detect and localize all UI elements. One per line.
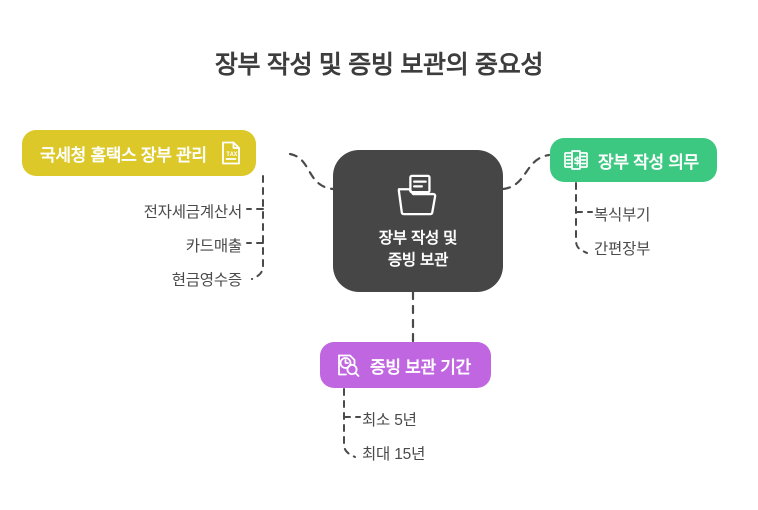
center-node-label: 장부 작성 및 증빙 보관 — [379, 228, 458, 273]
leaf-duty-1: 복식부기 — [594, 207, 651, 224]
svg-text:TAX: TAX — [226, 151, 237, 158]
connector-hometax-leaves — [251, 175, 264, 280]
center-label-line-2: 증빙 보관 — [387, 252, 449, 269]
branch-node-duty[interactable]: $ 장부 작성 의무 — [550, 138, 717, 182]
page-title: 장부 작성 및 증빙 보관의 중요성 — [214, 51, 544, 79]
leaf-hometax-1: 전자세금계산서 — [143, 204, 243, 221]
branch-node-hometax[interactable]: 국세청 홈택스 장부 관리 TAX — [22, 130, 256, 176]
connector-center-duty — [501, 153, 551, 191]
leaf-period-1: 최소 5년 — [362, 412, 417, 429]
leaf-hometax-3: 현금영수증 — [171, 272, 243, 289]
leaf-period-2: 최대 15년 — [362, 446, 426, 463]
svg-text:$: $ — [573, 154, 581, 167]
connector-center-hometax — [288, 152, 335, 191]
center-label-line-1: 장부 작성 및 — [378, 229, 458, 247]
document-clock-search-icon — [338, 354, 360, 377]
open-folder-document-icon — [397, 174, 437, 215]
ledger-book-dollar-icon: $ — [564, 150, 588, 170]
leaf-hometax-2: 카드매출 — [185, 238, 242, 255]
branch-node-period[interactable]: 증빙 보관 기간 — [320, 342, 491, 388]
branch-label-hometax: 국세청 홈택스 장부 관리 — [40, 145, 207, 165]
connector-duty-leaves — [575, 182, 588, 254]
branch-label-period: 증빙 보관 기간 — [370, 357, 471, 377]
branch-label-duty: 장부 작성 의무 — [598, 152, 699, 172]
center-node[interactable]: 장부 작성 및 증빙 보관 — [333, 150, 503, 292]
leaf-duty-2: 간편장부 — [594, 241, 651, 258]
connector-period-leaves — [343, 388, 356, 458]
tax-document-icon: TAX — [221, 141, 240, 165]
